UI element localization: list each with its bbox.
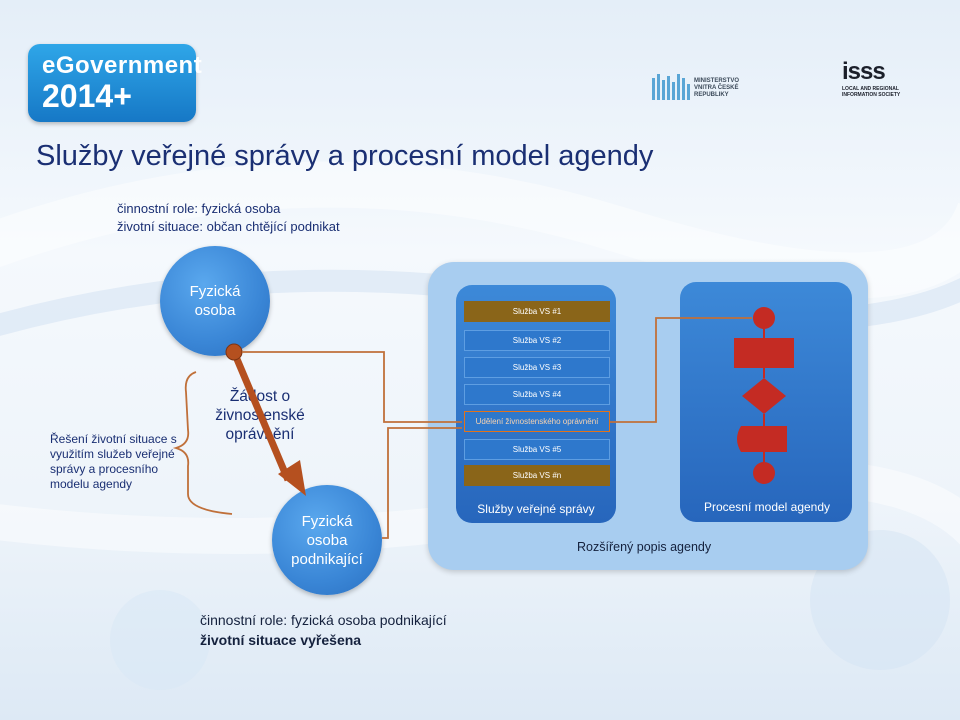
flow-document-icon bbox=[737, 426, 787, 452]
connector-line-process bbox=[610, 317, 752, 423]
connector-node bbox=[225, 343, 243, 361]
connector-line-bottom bbox=[382, 427, 462, 539]
logo-year: 2014+ bbox=[42, 78, 132, 114]
bottom-role: činnostní role: fyzická osoba podnikajíc… bbox=[200, 612, 447, 628]
services-label: Služby veřejné správy bbox=[477, 502, 595, 516]
side-description: Řešení životní situace s využitím služeb… bbox=[50, 432, 177, 491]
context-text: činnostní role: fyzická osoba životní si… bbox=[117, 200, 340, 236]
curly-brace bbox=[172, 371, 233, 515]
flow-start-icon bbox=[753, 307, 775, 329]
flow-decision-icon bbox=[742, 378, 786, 414]
service-item: Služba VS #n bbox=[464, 465, 610, 486]
transition-arrowhead bbox=[278, 460, 306, 496]
connector-line-top bbox=[242, 351, 462, 423]
service-item: Služba VS #4 bbox=[464, 384, 610, 405]
logo-title: eGovernment bbox=[42, 52, 203, 79]
context-situation: životní situace: občan chtějící podnikat bbox=[117, 219, 340, 234]
flow-end-icon bbox=[753, 462, 775, 484]
ministry-logo bbox=[652, 74, 690, 100]
service-item-highlighted: Udělení živnostenského oprávnění bbox=[464, 411, 610, 432]
isss-logo: isss bbox=[842, 58, 886, 85]
page-title: Služby veřejné správy a procesní model a… bbox=[36, 140, 654, 172]
flow-process-icon bbox=[734, 338, 794, 368]
context-role: činnostní role: fyzická osoba bbox=[117, 201, 281, 216]
process-model-label: Procesní model agendy bbox=[703, 500, 831, 514]
service-item: Služba VS #5 bbox=[464, 439, 610, 460]
citizen-circle: Fyzická osoba bbox=[160, 246, 270, 356]
entrepreneur-circle: Fyzická osoba podnikající bbox=[272, 485, 382, 595]
service-item: Služba VS #2 bbox=[464, 330, 610, 351]
service-item: Služba VS #3 bbox=[464, 357, 610, 378]
egovernment-logo: eGovernment 2014+ bbox=[28, 44, 202, 122]
service-item: Služba VS #1 bbox=[464, 301, 610, 322]
extended-agenda-label: Rozšířený popis agendy bbox=[577, 540, 712, 554]
ministry-logo-text: MINISTERSTVO VNITRA ČESKÉ REPUBLIKY bbox=[694, 78, 740, 98]
bottom-context: činnostní role: fyzická osoba podnikajíc… bbox=[200, 610, 447, 650]
bottom-result: životní situace vyřešena bbox=[200, 632, 362, 648]
isss-logo-subtitle: LOCAL AND REGIONAL INFORMATION SOCIETY bbox=[842, 86, 901, 98]
transition-arrow bbox=[230, 350, 292, 482]
